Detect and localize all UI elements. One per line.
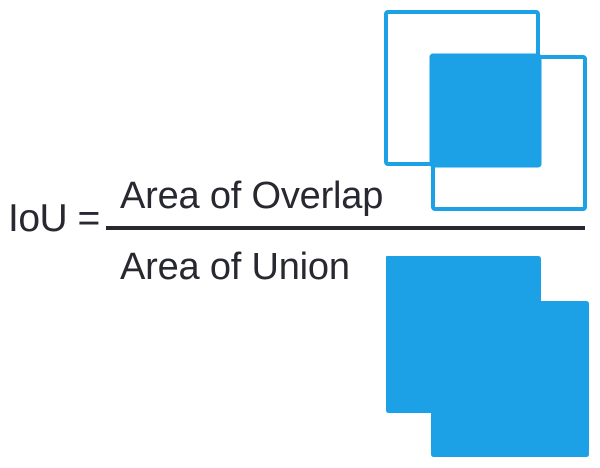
fraction-numerator: Area of Overlap <box>120 175 384 217</box>
overlap-intersection-fill <box>429 53 542 168</box>
iou-formula: IoU = Area of Overlap Area of Union <box>8 175 585 288</box>
union-diagram <box>386 256 589 457</box>
fraction-denominator: Area of Union <box>120 246 350 288</box>
iou-label: IoU = <box>8 197 100 240</box>
fraction-bar <box>106 226 585 230</box>
overlap-diagram <box>384 10 587 211</box>
union-fill <box>386 256 589 457</box>
